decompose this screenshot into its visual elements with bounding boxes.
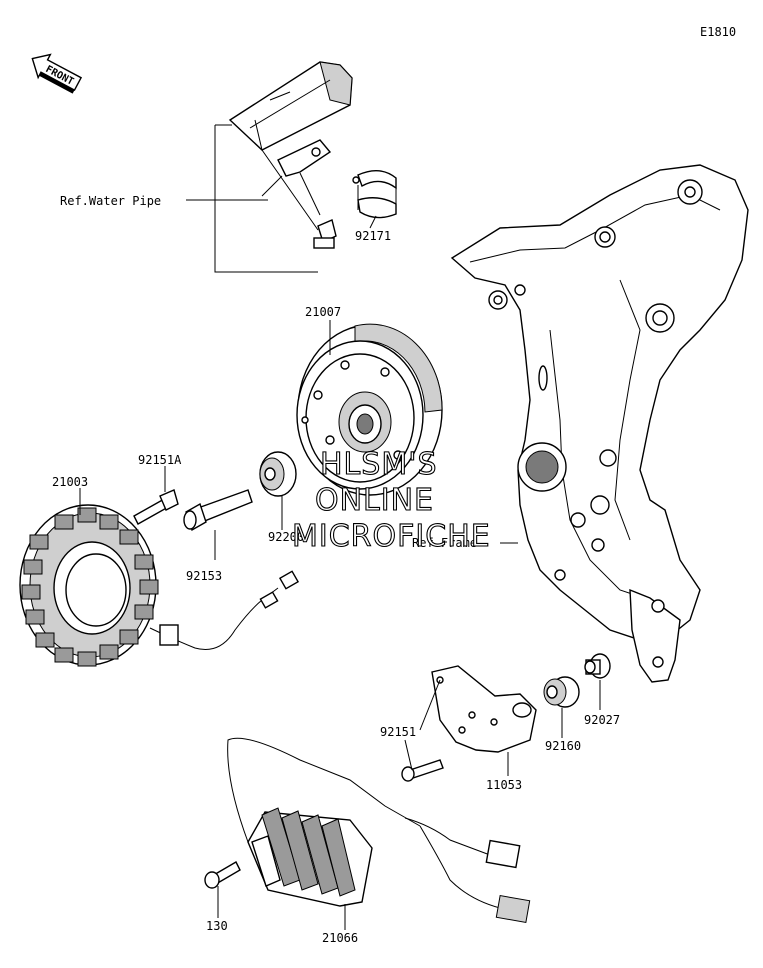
regulator-21066 [227,737,531,924]
ref-label-water-pipe: Ref.Water Pipe [60,194,161,208]
stator-21003 [19,504,300,667]
part-label-130: 130 [206,919,228,933]
watermark-line-3: MICROFICHE [292,519,491,554]
washer-92200 [259,451,297,497]
bolt-130 [204,861,241,889]
part-label-92151: 92151 [380,725,416,739]
clip-92171 [352,170,397,219]
watermark: HLSM'S ONLINE MICROFICHE [291,446,491,554]
bracket-11053 [431,665,537,753]
part-label-92151A: 92151A [138,453,182,467]
part-label-92160: 92160 [545,739,581,753]
bolt-92151A [133,489,179,525]
part-label-21066: 21066 [322,931,358,945]
part-label-92200: 92200 [268,530,304,544]
ref-bracket-line [214,125,318,273]
part-label-92027: 92027 [584,713,620,727]
part-label-21003: 21003 [52,475,88,489]
diagram-code: E1810 [700,25,736,39]
part-label-11053: 11053 [486,778,522,792]
flywheel-21007 [296,323,443,496]
watermark-line-2: ONLINE [315,483,434,518]
collar-92027 [584,653,611,679]
part-label-21007: 21007 [305,305,341,319]
grommet-92160 [543,676,580,708]
water-pipe-clamp [228,61,353,249]
frame-illustration [450,164,749,683]
ref-label-frame: Ref.Frame [412,536,477,550]
watermark-line-1: HLSM'S [320,447,438,482]
front-arrow-icon: FRONT [31,53,83,94]
leader-lines [79,199,601,930]
bolt-92153 [183,489,253,532]
part-label-92171: 92171 [355,229,391,243]
part-label-92153: 92153 [186,569,222,583]
bolt-92151 [401,759,444,782]
